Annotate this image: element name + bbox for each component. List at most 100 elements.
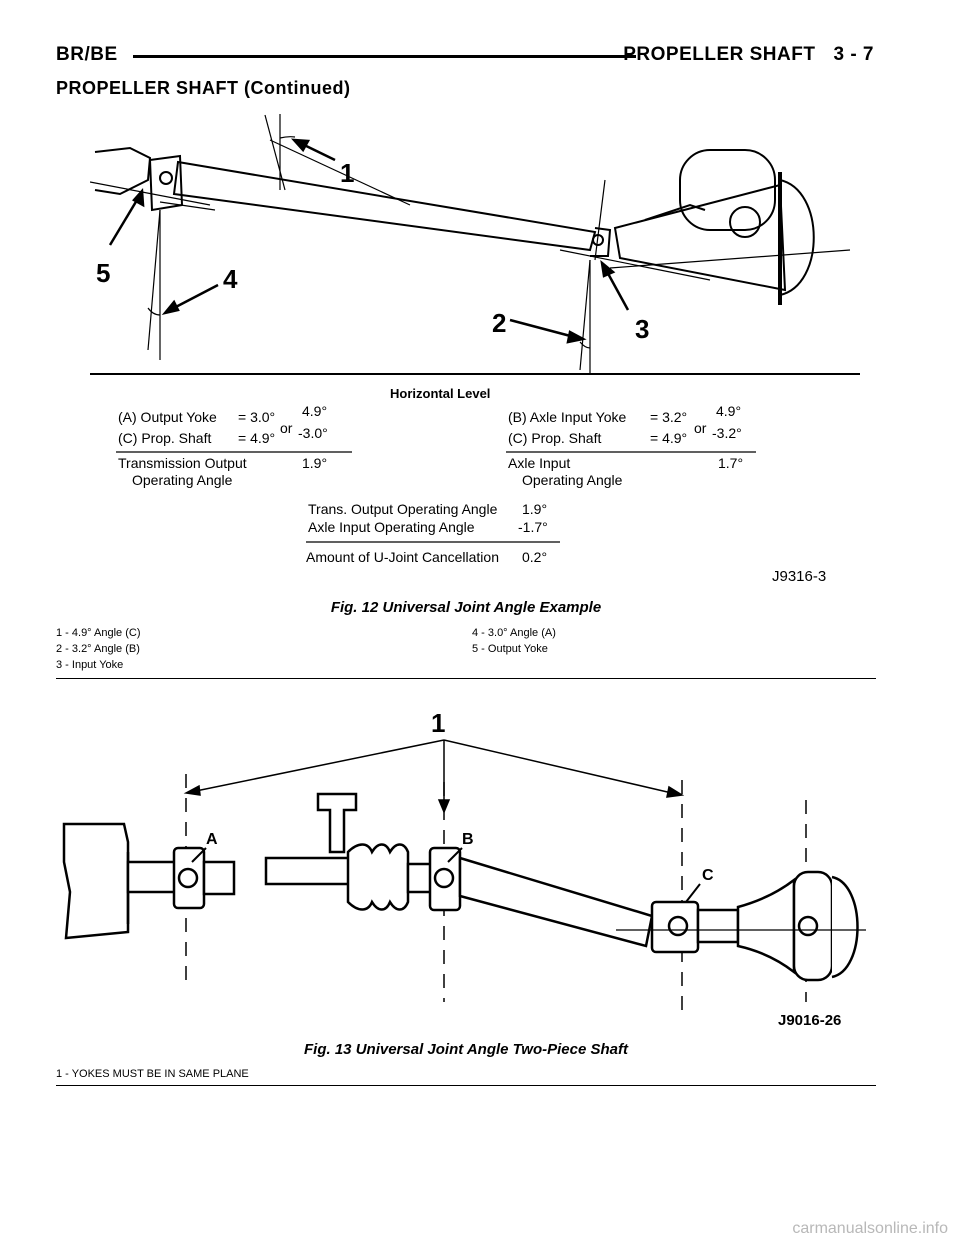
pinion-housing — [736, 877, 796, 975]
left-result-value: 1.9° — [302, 455, 327, 471]
left-line2-label: (C) Prop. Shaft — [118, 430, 211, 446]
left-line1-label: (A) Output Yoke — [118, 409, 217, 425]
output-yoke-vertical — [147, 209, 161, 351]
callout-1: 1 — [340, 158, 354, 188]
output-yoke-extension — [159, 201, 216, 211]
label-b-leader — [447, 847, 463, 863]
leader-to-c — [443, 739, 677, 795]
callout-3: 3 — [635, 314, 649, 344]
rear-propeller-shaft — [458, 856, 654, 948]
axle-pinion-housing — [613, 183, 787, 292]
axle-centerline — [559, 249, 711, 281]
axle-yoke-line — [609, 249, 851, 269]
arrowhead-c — [666, 785, 685, 798]
left-alt1: 4.9° — [302, 403, 327, 419]
input-yoke-vertical — [594, 179, 606, 261]
angle-arc-a — [147, 307, 161, 316]
fig12-bottom-rule — [56, 678, 876, 679]
right-line1-value: = 3.2° — [650, 409, 687, 425]
right-result-label2: Operating Angle — [522, 472, 623, 488]
summary-row1-value: 1.9° — [522, 501, 547, 517]
propeller-shaft-tube — [172, 160, 597, 252]
horizontal-level-label: Horizontal Level — [390, 386, 490, 401]
fig13-diagram: 1 — [56, 702, 876, 1034]
axle-shaft-end — [729, 206, 761, 238]
callout-3-arrowhead — [600, 259, 616, 278]
transmission-case — [62, 822, 130, 940]
fig13-callout-1: 1 — [431, 708, 445, 738]
axle-carrier — [679, 149, 776, 231]
yoke-a-pivot — [177, 867, 199, 889]
left-line1-value: = 3.0° — [238, 409, 275, 425]
summary-row1-label: Trans. Output Operating Angle — [308, 501, 498, 517]
right-or: or — [694, 420, 707, 436]
right-line1-label: (B) Axle Input Yoke — [508, 409, 627, 425]
right-result-label1: Axle Input — [508, 455, 570, 471]
fig13-code: J9016-26 — [778, 1012, 841, 1029]
fig12-legend-left: 1 - 4.9° Angle (C) 2 - 3.2° Angle (B) 3 … — [56, 625, 141, 673]
arrowhead-a — [183, 784, 201, 796]
center-bearing-bracket — [316, 792, 358, 854]
differential-cover — [831, 875, 859, 979]
slip-joint-boot — [346, 843, 410, 911]
axle-shaft-end — [797, 915, 819, 937]
shaft-centerline — [269, 139, 411, 206]
label-c: C — [702, 867, 714, 884]
callout-4-arrowhead — [161, 299, 180, 316]
fig12-diagram: 1 2 3 4 5 Horizontal Level (A) Output Yo… — [90, 110, 860, 590]
header-title-group: PROPELLER SHAFT 3 - 7 — [623, 44, 874, 66]
right-alt2: -3.2° — [712, 425, 742, 441]
legend-item: 3 - Input Yoke — [56, 659, 124, 671]
fig12-code: J9316-3 — [772, 568, 826, 585]
callout-4-leader — [169, 283, 219, 312]
input-yoke-tilt — [579, 259, 591, 371]
right-line2-value: = 4.9° — [650, 430, 687, 446]
legend-item: 1 - 4.9° Angle (C) — [56, 627, 141, 639]
summary-row2-value: -1.7° — [518, 519, 548, 535]
callout-4: 4 — [223, 264, 238, 294]
yoke-b-pivot — [433, 867, 455, 889]
fig13-legend: 1 - YOKES MUST BE IN SAME PLANE — [56, 1066, 249, 1082]
left-result-label2: Operating Angle — [132, 472, 233, 488]
fig13-caption: Fig. 13 Universal Joint Angle Two-Piece … — [304, 1041, 628, 1058]
summary-total-value: 0.2° — [522, 549, 547, 565]
right-line2-label: (C) Prop. Shaft — [508, 430, 601, 446]
callout-5: 5 — [96, 258, 110, 288]
section-title: PROPELLER SHAFT (Continued) — [56, 78, 351, 98]
callout-2: 2 — [492, 308, 506, 338]
left-or: or — [280, 420, 293, 436]
label-b: B — [462, 831, 474, 848]
summary-total-label: Amount of U-Joint Cancellation — [306, 549, 499, 565]
input-yoke — [590, 227, 612, 257]
transmission-housing — [94, 146, 152, 196]
yoke-c-pivot — [667, 915, 689, 937]
callout-5-arrowhead — [132, 187, 145, 208]
legend-item: 2 - 3.2° Angle (B) — [56, 643, 140, 655]
legend-item: 1 - YOKES MUST BE IN SAME PLANE — [56, 1068, 249, 1080]
leader-to-a — [190, 739, 445, 793]
header-rule — [133, 55, 636, 58]
vertical-reference-a — [264, 114, 286, 191]
fig12-legend-right: 4 - 3.0° Angle (A) 5 - Output Yoke — [472, 625, 556, 657]
header-model: BR/BE — [56, 44, 118, 65]
right-alt1: 4.9° — [716, 403, 741, 419]
summary-row2-label: Axle Input Operating Angle — [308, 519, 475, 535]
callout-5-leader — [108, 194, 142, 246]
pinion-yoke — [696, 908, 740, 944]
callout-2-arrowhead — [566, 330, 587, 344]
footer-watermark: carmanualsonline.info — [792, 1220, 948, 1237]
fig13-bottom-rule — [56, 1085, 876, 1086]
fig12-caption: Fig. 12 Universal Joint Angle Example — [330, 599, 602, 616]
legend-item: 5 - Output Yoke — [472, 643, 548, 655]
output-yoke-centerline — [90, 181, 211, 206]
callout-1-arrowhead — [290, 138, 311, 153]
angle-arc-b — [579, 341, 591, 349]
left-result-label1: Transmission Output — [118, 455, 247, 471]
left-line2-value: = 4.9° — [238, 430, 275, 446]
yoke-a-shaft — [202, 860, 236, 896]
axle-cover — [779, 179, 815, 296]
header-page-number: 3 - 7 — [833, 44, 874, 65]
right-result-value: 1.7° — [718, 455, 743, 471]
label-a-leader — [191, 847, 207, 863]
header-title: PROPELLER SHAFT — [623, 44, 816, 65]
